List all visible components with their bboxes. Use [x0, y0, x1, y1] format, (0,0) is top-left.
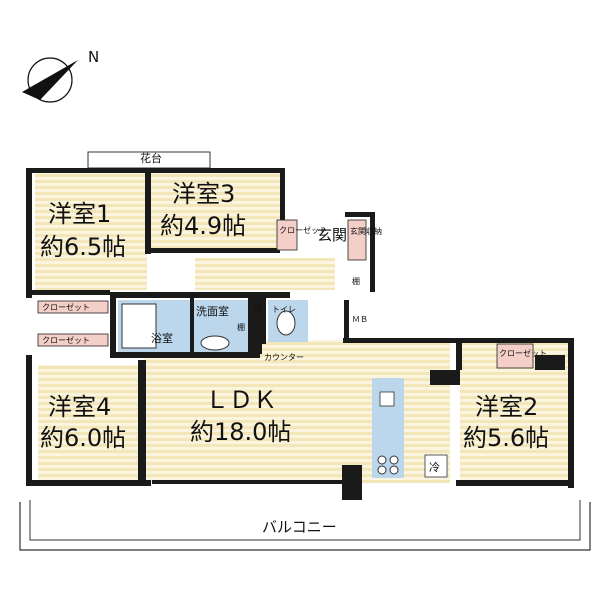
western3-size: 約4.9帖 [160, 212, 246, 240]
toilet-label: トイレ [272, 305, 296, 314]
western4-name: 洋室4 [48, 393, 111, 421]
svg-text:玄関収納: 玄関収納 [350, 226, 382, 236]
western2-name: 洋室2 [475, 393, 538, 421]
washer-label: 洗 [254, 302, 262, 312]
fridge-label: 冷 [429, 461, 440, 474]
closet-small: クローゼット [276, 219, 327, 251]
room-western3-floor [150, 172, 280, 250]
sink [379, 391, 395, 407]
entrance-label: 玄関 [317, 226, 347, 244]
washbasin [200, 335, 230, 351]
balcony: バルコニー [19, 500, 591, 551]
western2-size: 約5.6帖 [463, 424, 549, 452]
hallway-floor [195, 258, 335, 290]
balcony-label: バルコニー [262, 518, 337, 536]
closet-b: クローゼット [37, 333, 109, 347]
compass-icon: N [22, 48, 99, 103]
stove-icon [377, 455, 399, 475]
flower-bed-label: 花台 [140, 151, 162, 165]
flower-bed: 花台 [87, 151, 211, 169]
walls [26, 168, 574, 500]
washroom-label: 洗面室 [196, 304, 229, 318]
ldk-size: 約18.0帖 [190, 418, 291, 446]
svg-text:クローゼット: クローゼット [279, 225, 327, 235]
western1-name: 洋室1 [48, 200, 111, 228]
fridge-space [424, 454, 448, 478]
entrance-storage: 玄関収納 [347, 219, 382, 261]
room-western1-floor [35, 172, 147, 290]
svg-text:クローゼット: クローゼット [499, 348, 547, 358]
western4-size: 約6.0帖 [40, 424, 126, 452]
ldk-name: ＬＤＫ [205, 386, 277, 414]
western3-name: 洋室3 [172, 180, 235, 208]
counter-label: カウンター [264, 353, 304, 362]
bathtub [121, 303, 157, 349]
toilet-fixture [276, 310, 296, 336]
mb-label: ＭＢ [352, 315, 368, 324]
north-label: N [88, 48, 99, 66]
room-western4-floor [38, 365, 140, 483]
svg-text:クローゼット: クローゼット [42, 302, 90, 312]
closet-r2: クローゼット [496, 343, 547, 369]
shelf-label: 棚 [237, 322, 245, 332]
western1-size: 約6.5帖 [40, 233, 126, 261]
svg-text:クローゼット: クローゼット [42, 335, 90, 345]
shelf2-label: 棚 [352, 276, 360, 286]
bath-label: 浴室 [151, 331, 173, 345]
closet-a: クローゼット [37, 300, 109, 314]
